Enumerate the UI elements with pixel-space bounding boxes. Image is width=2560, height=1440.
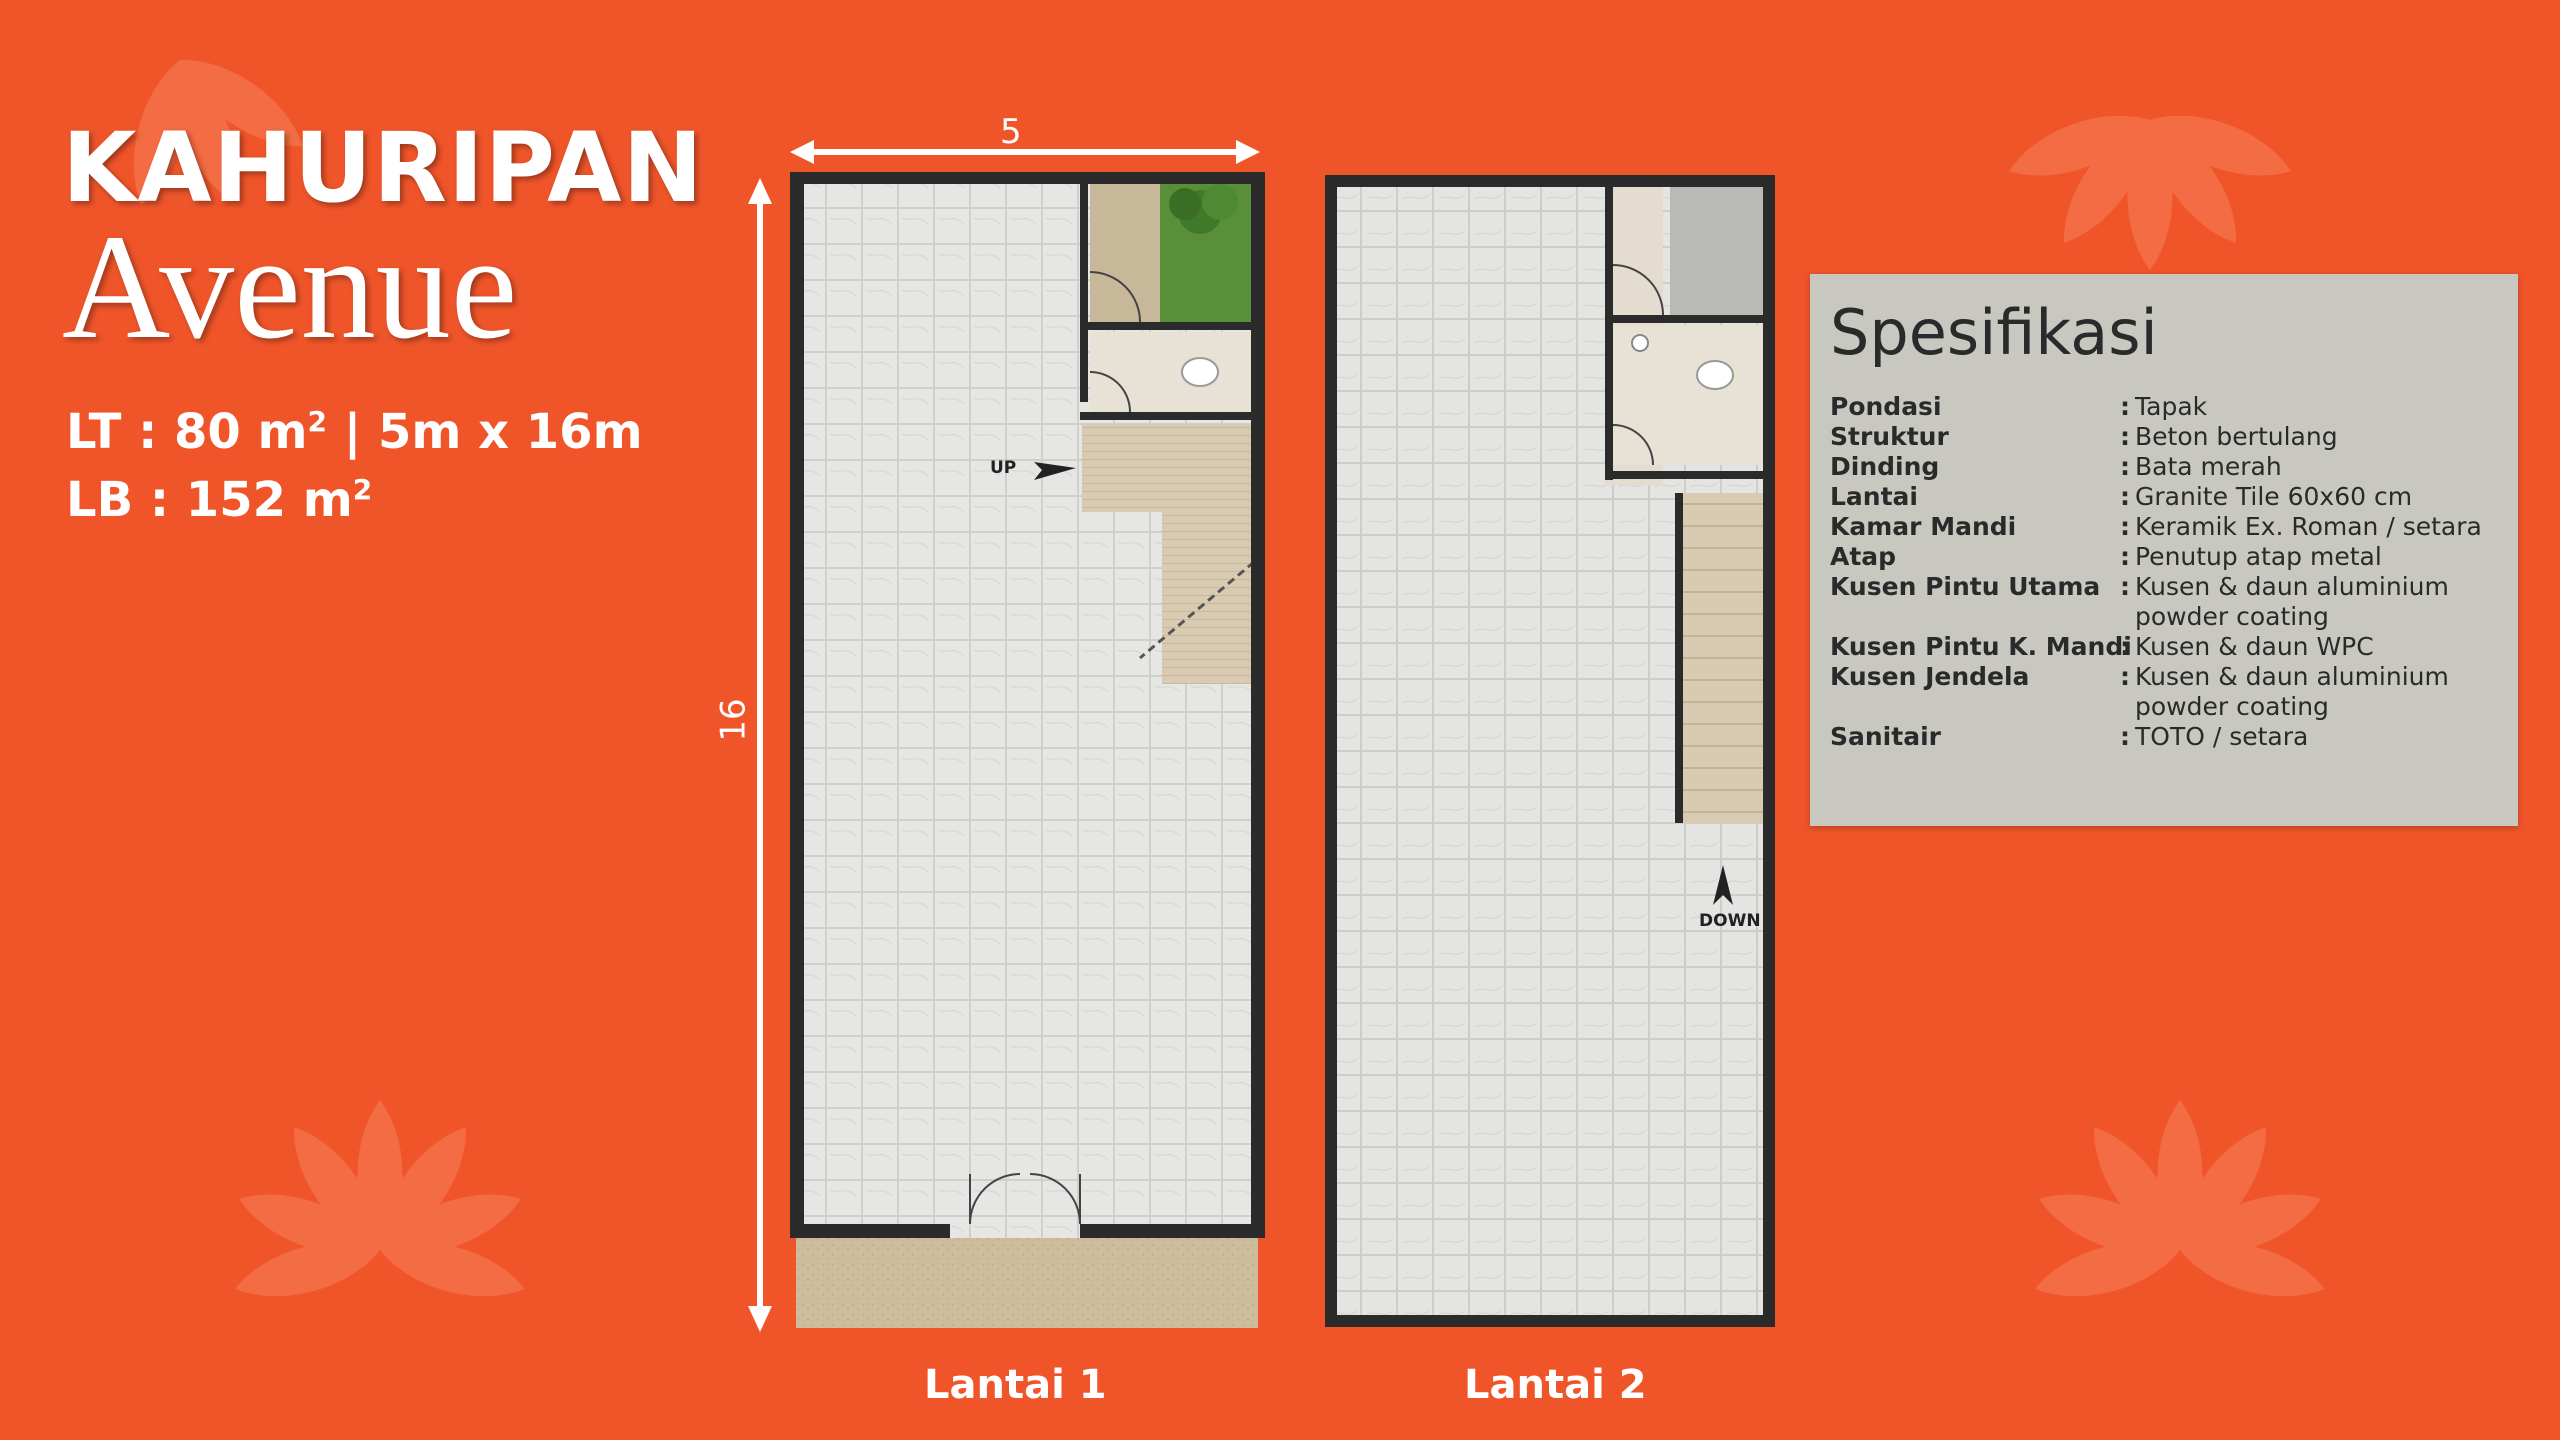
floor-2-plan: [1325, 175, 1775, 1327]
spec-value: TOTO / setara: [2135, 722, 2309, 751]
building-area-sup: 2: [352, 473, 373, 506]
spec-key: Kusen Pintu Utama: [1830, 572, 2101, 601]
dimension-arrows: [748, 140, 1260, 1332]
brand-title: KAHURIPAN: [62, 112, 704, 224]
down-arrow-icon: [1713, 865, 1733, 905]
spec-value: Penutup atap metal: [2135, 542, 2382, 571]
spec-key: Kusen Pintu K. Mandi: [1830, 632, 2132, 661]
spec-colon: :: [2120, 572, 2130, 601]
spec-value: Granite Tile 60x60 cm: [2135, 482, 2413, 511]
spec-colon: :: [2120, 452, 2130, 481]
up-label: UP: [990, 458, 1017, 478]
building-area-text: LB : 152 m: [66, 472, 353, 528]
spec-value: Tapak: [2135, 392, 2208, 421]
land-size-text: | 5m x 16m: [327, 404, 643, 460]
spec-key: Struktur: [1830, 422, 1949, 451]
spec-key: Sanitair: [1830, 722, 1941, 751]
spec-key: Kamar Mandi: [1830, 512, 2017, 541]
spec-colon: :: [2120, 542, 2130, 571]
specification-panel: Spesifikasi Pondasi:Tapak Struktur:Beton…: [1810, 274, 2518, 826]
building-area-line: LB : 152 m2: [66, 472, 372, 528]
spec-value: Keramik Ex. Roman / setara: [2135, 512, 2482, 541]
length-dimension: 16: [713, 698, 754, 742]
spec-colon: :: [2120, 392, 2130, 421]
down-label: DOWN: [1699, 911, 1761, 931]
spec-colon: :: [2120, 662, 2130, 691]
spec-colon: :: [2120, 632, 2130, 661]
spec-value: Kusen & daun aluminium powder coating: [2135, 572, 2449, 631]
spec-title: Spesifikasi: [1830, 296, 2158, 369]
floor-2-label: Lantai 2: [1464, 1362, 1647, 1408]
land-area-text: LT : 80 m: [66, 404, 308, 460]
width-dimension: 5: [1000, 112, 1022, 152]
spec-value: Kusen & daun aluminium powder coating: [2135, 662, 2449, 721]
up-arrow-icon: [1034, 462, 1076, 480]
spec-value: Beton bertulang: [2135, 422, 2338, 451]
spec-key: Atap: [1830, 542, 1897, 571]
spec-value: Bata merah: [2135, 452, 2282, 481]
brand-logo: KAHURIPAN Avenue: [62, 120, 704, 362]
spec-key: Kusen Jendela: [1830, 662, 2030, 691]
land-area-line: LT : 80 m2 | 5m x 16m: [66, 404, 643, 460]
spec-colon: :: [2120, 422, 2130, 451]
spec-key: Dinding: [1830, 452, 1940, 481]
floor-1-label: Lantai 1: [924, 1362, 1107, 1408]
spec-key: Lantai: [1830, 482, 1918, 511]
brand-subtitle: Avenue: [62, 204, 518, 370]
land-area-sup: 2: [307, 405, 328, 438]
spec-value: Kusen & daun WPC: [2135, 632, 2374, 661]
spec-key: Pondasi: [1830, 392, 1942, 421]
floor-1-plan: [790, 172, 1265, 1328]
spec-colon: :: [2120, 512, 2130, 541]
spec-colon: :: [2120, 482, 2130, 511]
spec-colon: :: [2120, 722, 2130, 751]
